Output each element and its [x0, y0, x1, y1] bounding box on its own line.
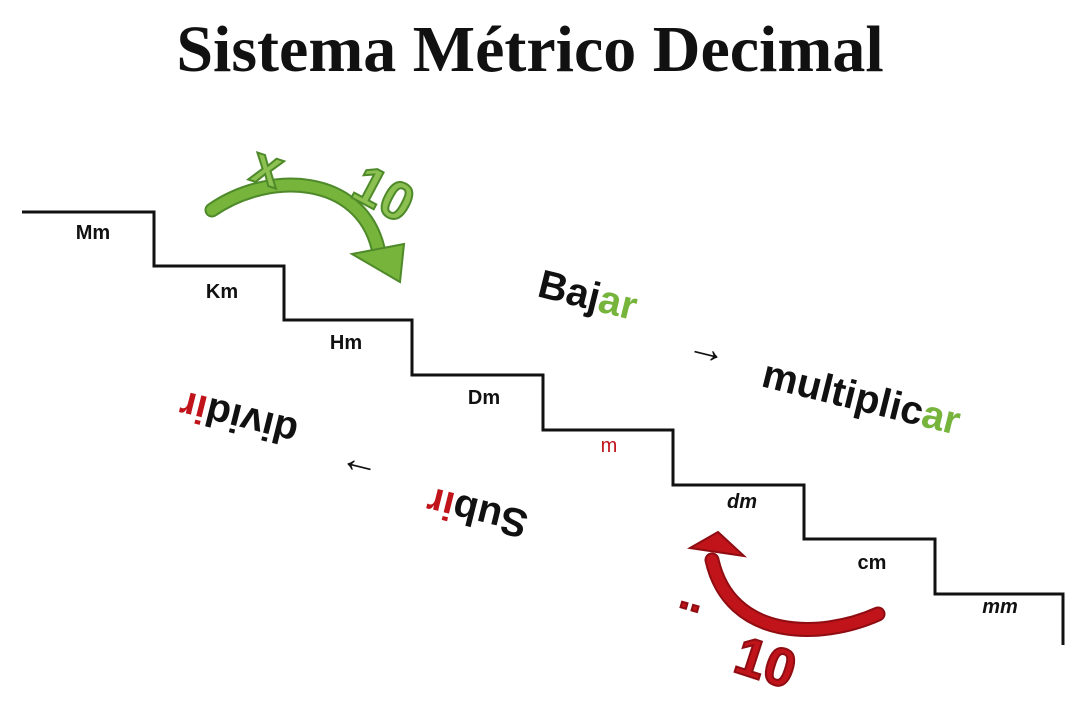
dividir-label: dividir [175, 382, 302, 454]
subir-stem: Sub [448, 485, 532, 546]
divide-value: 10 [728, 625, 804, 701]
step-label-mm-mega: Mm [76, 222, 110, 244]
page-title: Sistema Métrico Decimal [176, 13, 884, 86]
step-label-dam: Dm [468, 387, 500, 409]
step-label-km: Km [206, 281, 238, 303]
down-arrow-icon: → [683, 322, 732, 374]
multiplicar-stem: multiplic [758, 352, 928, 434]
step-label-m: m [601, 435, 618, 457]
down-rule: Bajar → multiplicar [534, 262, 965, 444]
dividir-stem: divid [201, 389, 302, 454]
multiply-arrow-icon [204, 177, 406, 284]
multiply-value: 10 [343, 154, 424, 235]
subir-label: Subir [422, 479, 532, 546]
step-label-mm: mm [982, 596, 1018, 618]
step-label-cm: cm [858, 552, 887, 574]
step-label-hm: Hm [330, 332, 362, 354]
multiplicar-label: multiplicar [758, 352, 965, 444]
bajar-label: Bajar [534, 262, 642, 329]
up-arrow-icon: → [333, 447, 382, 499]
staircase-line [22, 210, 1065, 645]
divide-symbol: ¨ [668, 591, 702, 654]
step-label-dm: dm [727, 491, 757, 513]
bajar-stem: Baj [534, 262, 605, 320]
divide-arrow-icon [686, 530, 886, 637]
